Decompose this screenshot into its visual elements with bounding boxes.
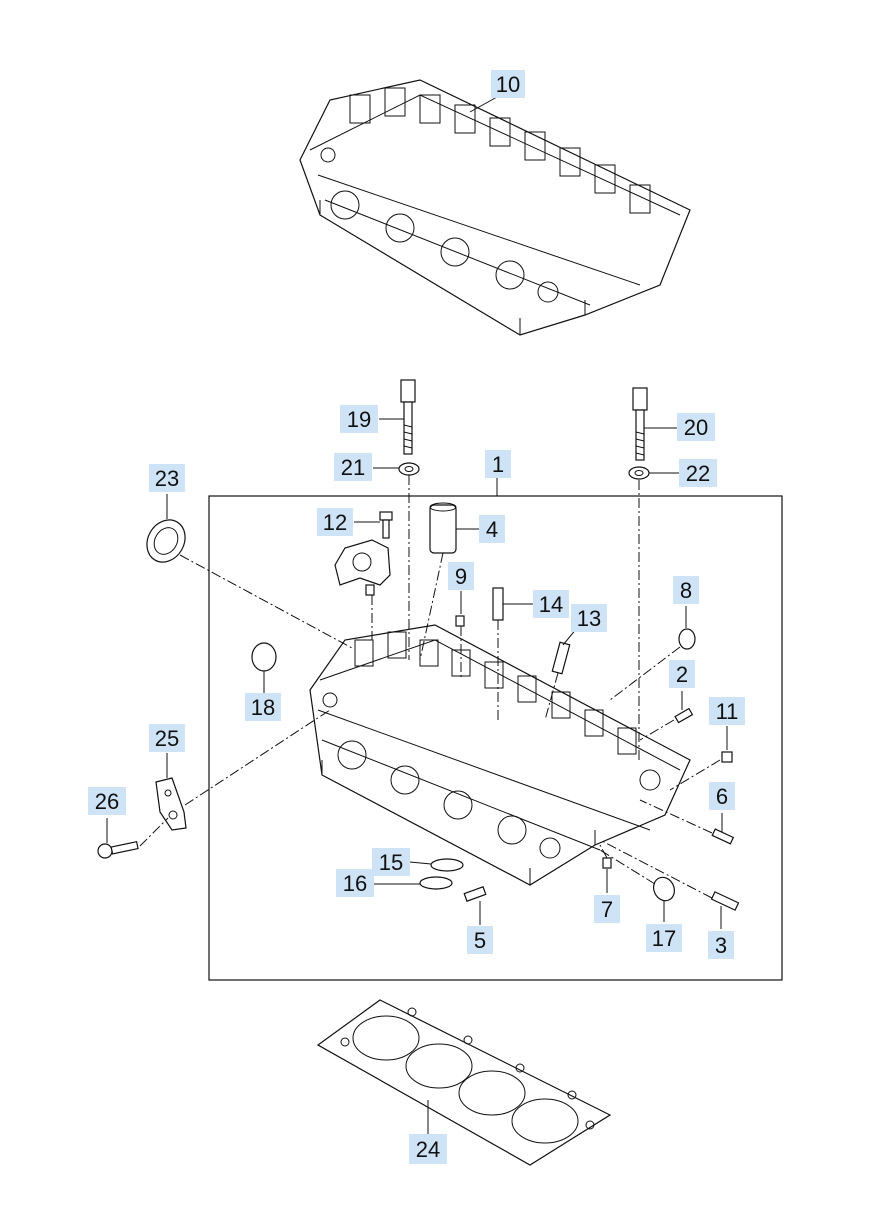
svg-text:10: 10	[496, 72, 520, 97]
svg-text:23: 23	[155, 466, 179, 491]
washer-21-illustration	[398, 462, 420, 476]
callout-24: 24	[409, 1134, 447, 1164]
plug-8-illustration	[678, 628, 696, 650]
callout-22: 22	[679, 459, 717, 487]
stud-6-illustration	[711, 828, 735, 845]
callout-23: 23	[149, 464, 185, 492]
svg-text:8: 8	[680, 578, 692, 603]
cylinder-head-illustration	[309, 624, 691, 886]
callout-11: 11	[709, 697, 745, 725]
svg-text:4: 4	[486, 517, 498, 542]
o-ring-15-illustration	[430, 858, 464, 872]
svg-text:9: 9	[455, 564, 467, 589]
callout-9: 9	[448, 562, 474, 590]
callout-21: 21	[334, 453, 372, 481]
cap-illustration	[334, 539, 391, 596]
stud-2-illustration	[674, 707, 694, 724]
svg-text:21: 21	[341, 455, 365, 480]
svg-text:26: 26	[95, 789, 119, 814]
svg-text:3: 3	[715, 933, 727, 958]
leader-lines	[106, 96, 728, 1134]
seal-23-illustration	[146, 519, 186, 563]
svg-text:19: 19	[347, 407, 371, 432]
callout-18: 18	[245, 693, 281, 721]
washer-22-illustration	[628, 466, 650, 480]
stud-3-illustration	[710, 891, 740, 911]
bolt-19-illustration	[400, 379, 416, 455]
svg-text:7: 7	[601, 897, 613, 922]
svg-text:5: 5	[474, 928, 486, 953]
callout-13: 13	[571, 604, 607, 632]
callout-5: 5	[467, 926, 493, 954]
callout-2: 2	[669, 660, 695, 688]
alignment-dashed-lines	[139, 475, 721, 899]
svg-text:6: 6	[716, 784, 728, 809]
svg-text:11: 11	[716, 699, 739, 724]
seal-17-illustration	[653, 876, 675, 902]
svg-text:1: 1	[492, 452, 504, 477]
callout-7: 7	[594, 895, 620, 923]
callout-14: 14	[533, 590, 569, 618]
dowel-9-illustration	[455, 615, 465, 627]
callout-19: 19	[340, 405, 378, 433]
svg-text:13: 13	[577, 606, 601, 631]
svg-text:25: 25	[155, 726, 179, 751]
callout-12: 12	[317, 508, 353, 536]
callout-3: 3	[708, 931, 734, 959]
pin-14-illustration	[492, 587, 504, 621]
callout-17: 17	[646, 924, 682, 952]
callout-6: 6	[709, 782, 735, 810]
callout-25: 25	[149, 724, 185, 752]
stud-5-illustration	[463, 886, 487, 902]
cylinder-head-assembly-illustration	[299, 79, 691, 336]
callout-8: 8	[673, 576, 699, 604]
callout-20: 20	[677, 413, 715, 441]
svg-text:14: 14	[539, 592, 563, 617]
svg-text:15: 15	[379, 850, 403, 875]
svg-text:2: 2	[676, 662, 688, 687]
callout-4: 4	[479, 515, 505, 543]
callout-1: 1	[485, 450, 511, 478]
head-gasket-illustration	[316, 999, 612, 1166]
bolt-12-illustration	[379, 511, 393, 539]
bracket-25-illustration	[155, 777, 187, 831]
svg-text:24: 24	[416, 1137, 440, 1162]
callout-26: 26	[88, 787, 126, 815]
callout-15: 15	[372, 848, 410, 876]
callout-16: 16	[336, 869, 374, 897]
svg-text:17: 17	[652, 926, 676, 951]
svg-text:22: 22	[686, 461, 710, 486]
callout-10: 10	[491, 70, 525, 98]
pin-13-illustration	[551, 641, 571, 675]
svg-text:16: 16	[343, 871, 367, 896]
bolt-11-illustration	[721, 751, 733, 763]
svg-text:12: 12	[323, 510, 347, 535]
plug-18-illustration	[251, 642, 277, 672]
plug-7-illustration	[602, 857, 612, 869]
assembly-frame	[208, 495, 783, 981]
bolt-26-illustration	[97, 840, 139, 859]
sleeve-4-illustration	[429, 502, 457, 554]
svg-text:20: 20	[684, 415, 708, 440]
bolt-20-illustration	[632, 387, 648, 461]
seal-16-illustration	[419, 876, 453, 890]
svg-text:18: 18	[251, 695, 275, 720]
